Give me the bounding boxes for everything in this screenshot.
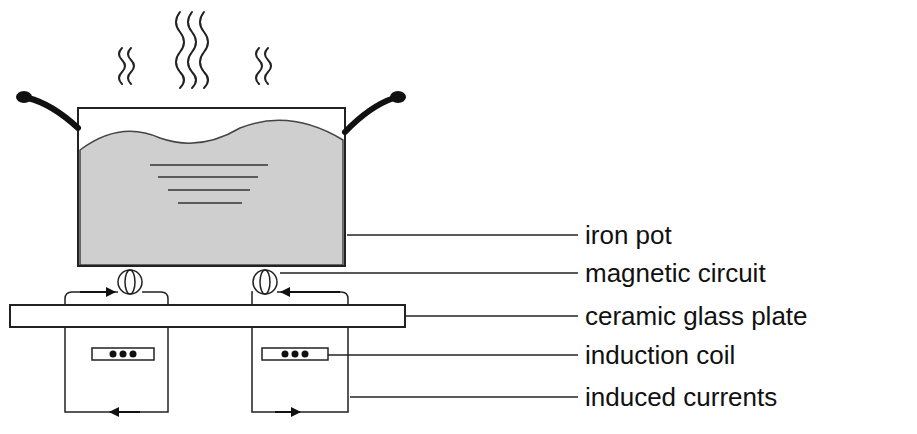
- part-label: iron pot: [585, 220, 672, 250]
- part-label: induced currents: [585, 382, 777, 412]
- part-label: ceramic glass plate: [585, 301, 808, 331]
- part-label: induction coil: [585, 340, 735, 370]
- part-label: magnetic circuit: [585, 258, 766, 288]
